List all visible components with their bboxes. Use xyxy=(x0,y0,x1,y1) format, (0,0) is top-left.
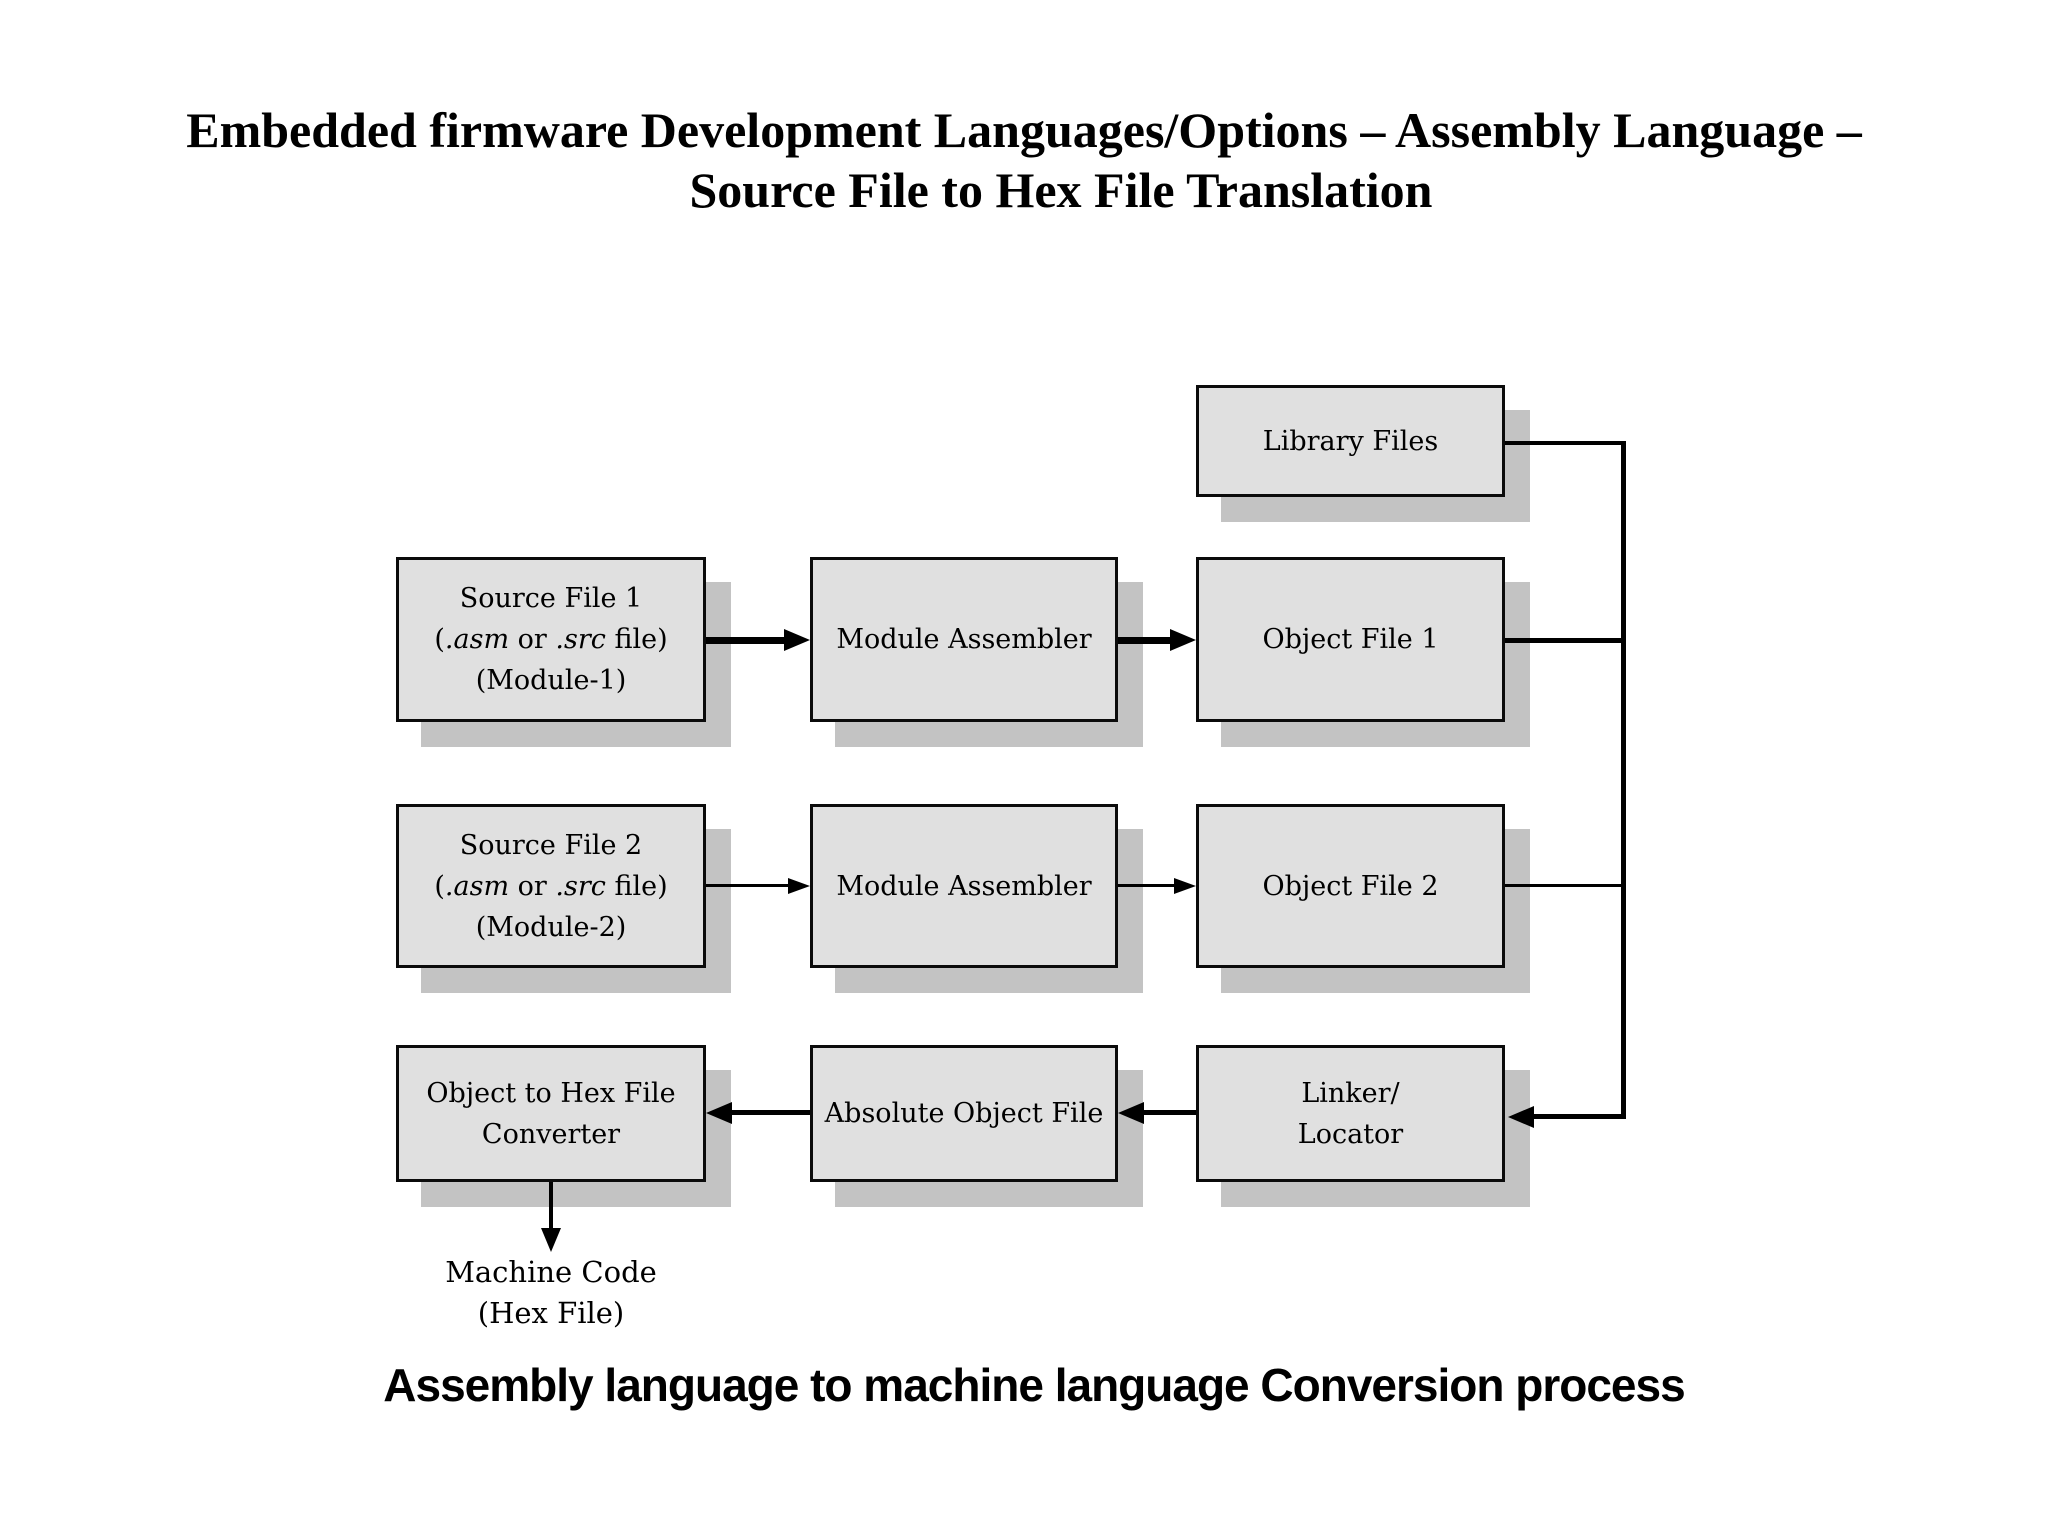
box-module-assembler-2: Module Assembler xyxy=(810,804,1118,968)
linker-label-line-2: Locator xyxy=(1297,1118,1404,1150)
arrow-bus-to-linker-head xyxy=(1508,1106,1534,1128)
arrow-assembler2-to-object2-line xyxy=(1118,884,1176,887)
ext-close-paren: file) xyxy=(605,624,668,655)
page-title: Embedded firmware Development Languages/… xyxy=(0,100,2048,220)
arrow-converter-to-machine-code-head xyxy=(541,1228,561,1252)
module-assembler-2-label: Module Assembler xyxy=(836,870,1092,902)
arrow-assembler1-to-object1-line xyxy=(1118,637,1174,644)
box-object-file-1: Object File 1 xyxy=(1196,557,1505,722)
diagram-caption: Assembly language to machine language Co… xyxy=(383,1359,1685,1411)
page-title-line-1: Embedded firmware Development Languages/… xyxy=(186,102,1862,158)
ext-open-paren: ( xyxy=(434,870,445,902)
arrow-source2-to-assembler2-line xyxy=(706,884,792,887)
module-assembler-1-label: Module Assembler xyxy=(836,624,1092,655)
connector-bus-vertical xyxy=(1621,441,1626,1119)
arrow-linker-to-absolute-line xyxy=(1140,1110,1196,1115)
object-file-1-label: Object File 1 xyxy=(1262,624,1439,655)
box-library-files-label: Library Files xyxy=(1262,425,1439,457)
converter-label-line-2: Converter xyxy=(481,1118,621,1150)
box-library-files: Library Files xyxy=(1196,385,1505,497)
source-file-1-module: (Module-1) xyxy=(475,665,627,696)
box-absolute-object-file: Absolute Object File xyxy=(810,1045,1118,1182)
arrow-assembler1-to-object1-head xyxy=(1170,629,1196,651)
arrow-converter-to-machine-code-line xyxy=(549,1182,553,1230)
box-object-to-hex-converter: Object to Hex File Converter xyxy=(396,1045,706,1182)
arrow-assembler2-to-object2-head xyxy=(1174,878,1196,894)
arrow-bus-to-linker-line xyxy=(1530,1114,1626,1119)
ext-or: or xyxy=(509,870,556,902)
arrow-source2-to-assembler2-head xyxy=(788,878,810,894)
source-file-2-extensions: (.asm or .src file) xyxy=(434,866,667,907)
absolute-object-file-label: Absolute Object File xyxy=(824,1098,1104,1129)
connector-object2-to-bus xyxy=(1505,884,1624,887)
source-file-2-module: (Module-2) xyxy=(475,911,627,943)
box-module-assembler-1: Module Assembler xyxy=(810,557,1118,722)
box-source-file-1: Source File 1 (.asm or .src file) (Modul… xyxy=(396,557,706,722)
box-source-file-2: Source File 2 (.asm or .src file) (Modul… xyxy=(396,804,706,968)
machine-code-label: Machine Code (Hex File) xyxy=(396,1252,706,1334)
arrow-absolute-to-converter-line xyxy=(728,1110,810,1115)
ext-asm: .asm xyxy=(444,870,510,902)
linker-label-line-1: Linker/ xyxy=(1301,1077,1400,1109)
arrow-source1-to-assembler1-line xyxy=(706,637,790,644)
box-object-file-2: Object File 2 xyxy=(1196,804,1505,968)
source-file-1-name: Source File 1 xyxy=(459,583,643,614)
arrow-absolute-to-converter-head xyxy=(706,1102,732,1124)
source-file-1-extensions: (.asm or .src file) xyxy=(434,619,667,660)
page-title-line-2: Source File to Hex File Translation xyxy=(689,162,1433,218)
ext-src: .src xyxy=(555,624,606,655)
ext-or: or xyxy=(509,624,556,655)
connector-library-to-bus xyxy=(1505,441,1626,445)
source-file-2-name: Source File 2 xyxy=(459,829,643,861)
arrow-linker-to-absolute-head xyxy=(1118,1102,1144,1124)
machine-code-line-2: (Hex File) xyxy=(477,1296,625,1330)
arrow-source1-to-assembler1-head xyxy=(784,629,810,651)
machine-code-line-1: Machine Code xyxy=(445,1255,657,1289)
object-file-2-label: Object File 2 xyxy=(1262,870,1439,902)
converter-label-line-1: Object to Hex File xyxy=(426,1077,676,1109)
ext-close-paren: file) xyxy=(605,870,668,902)
ext-asm: .asm xyxy=(444,624,510,655)
connector-object1-to-bus xyxy=(1505,638,1626,643)
box-linker-locator: Linker/ Locator xyxy=(1196,1045,1505,1182)
ext-open-paren: ( xyxy=(434,624,445,655)
ext-src: .src xyxy=(555,870,606,902)
